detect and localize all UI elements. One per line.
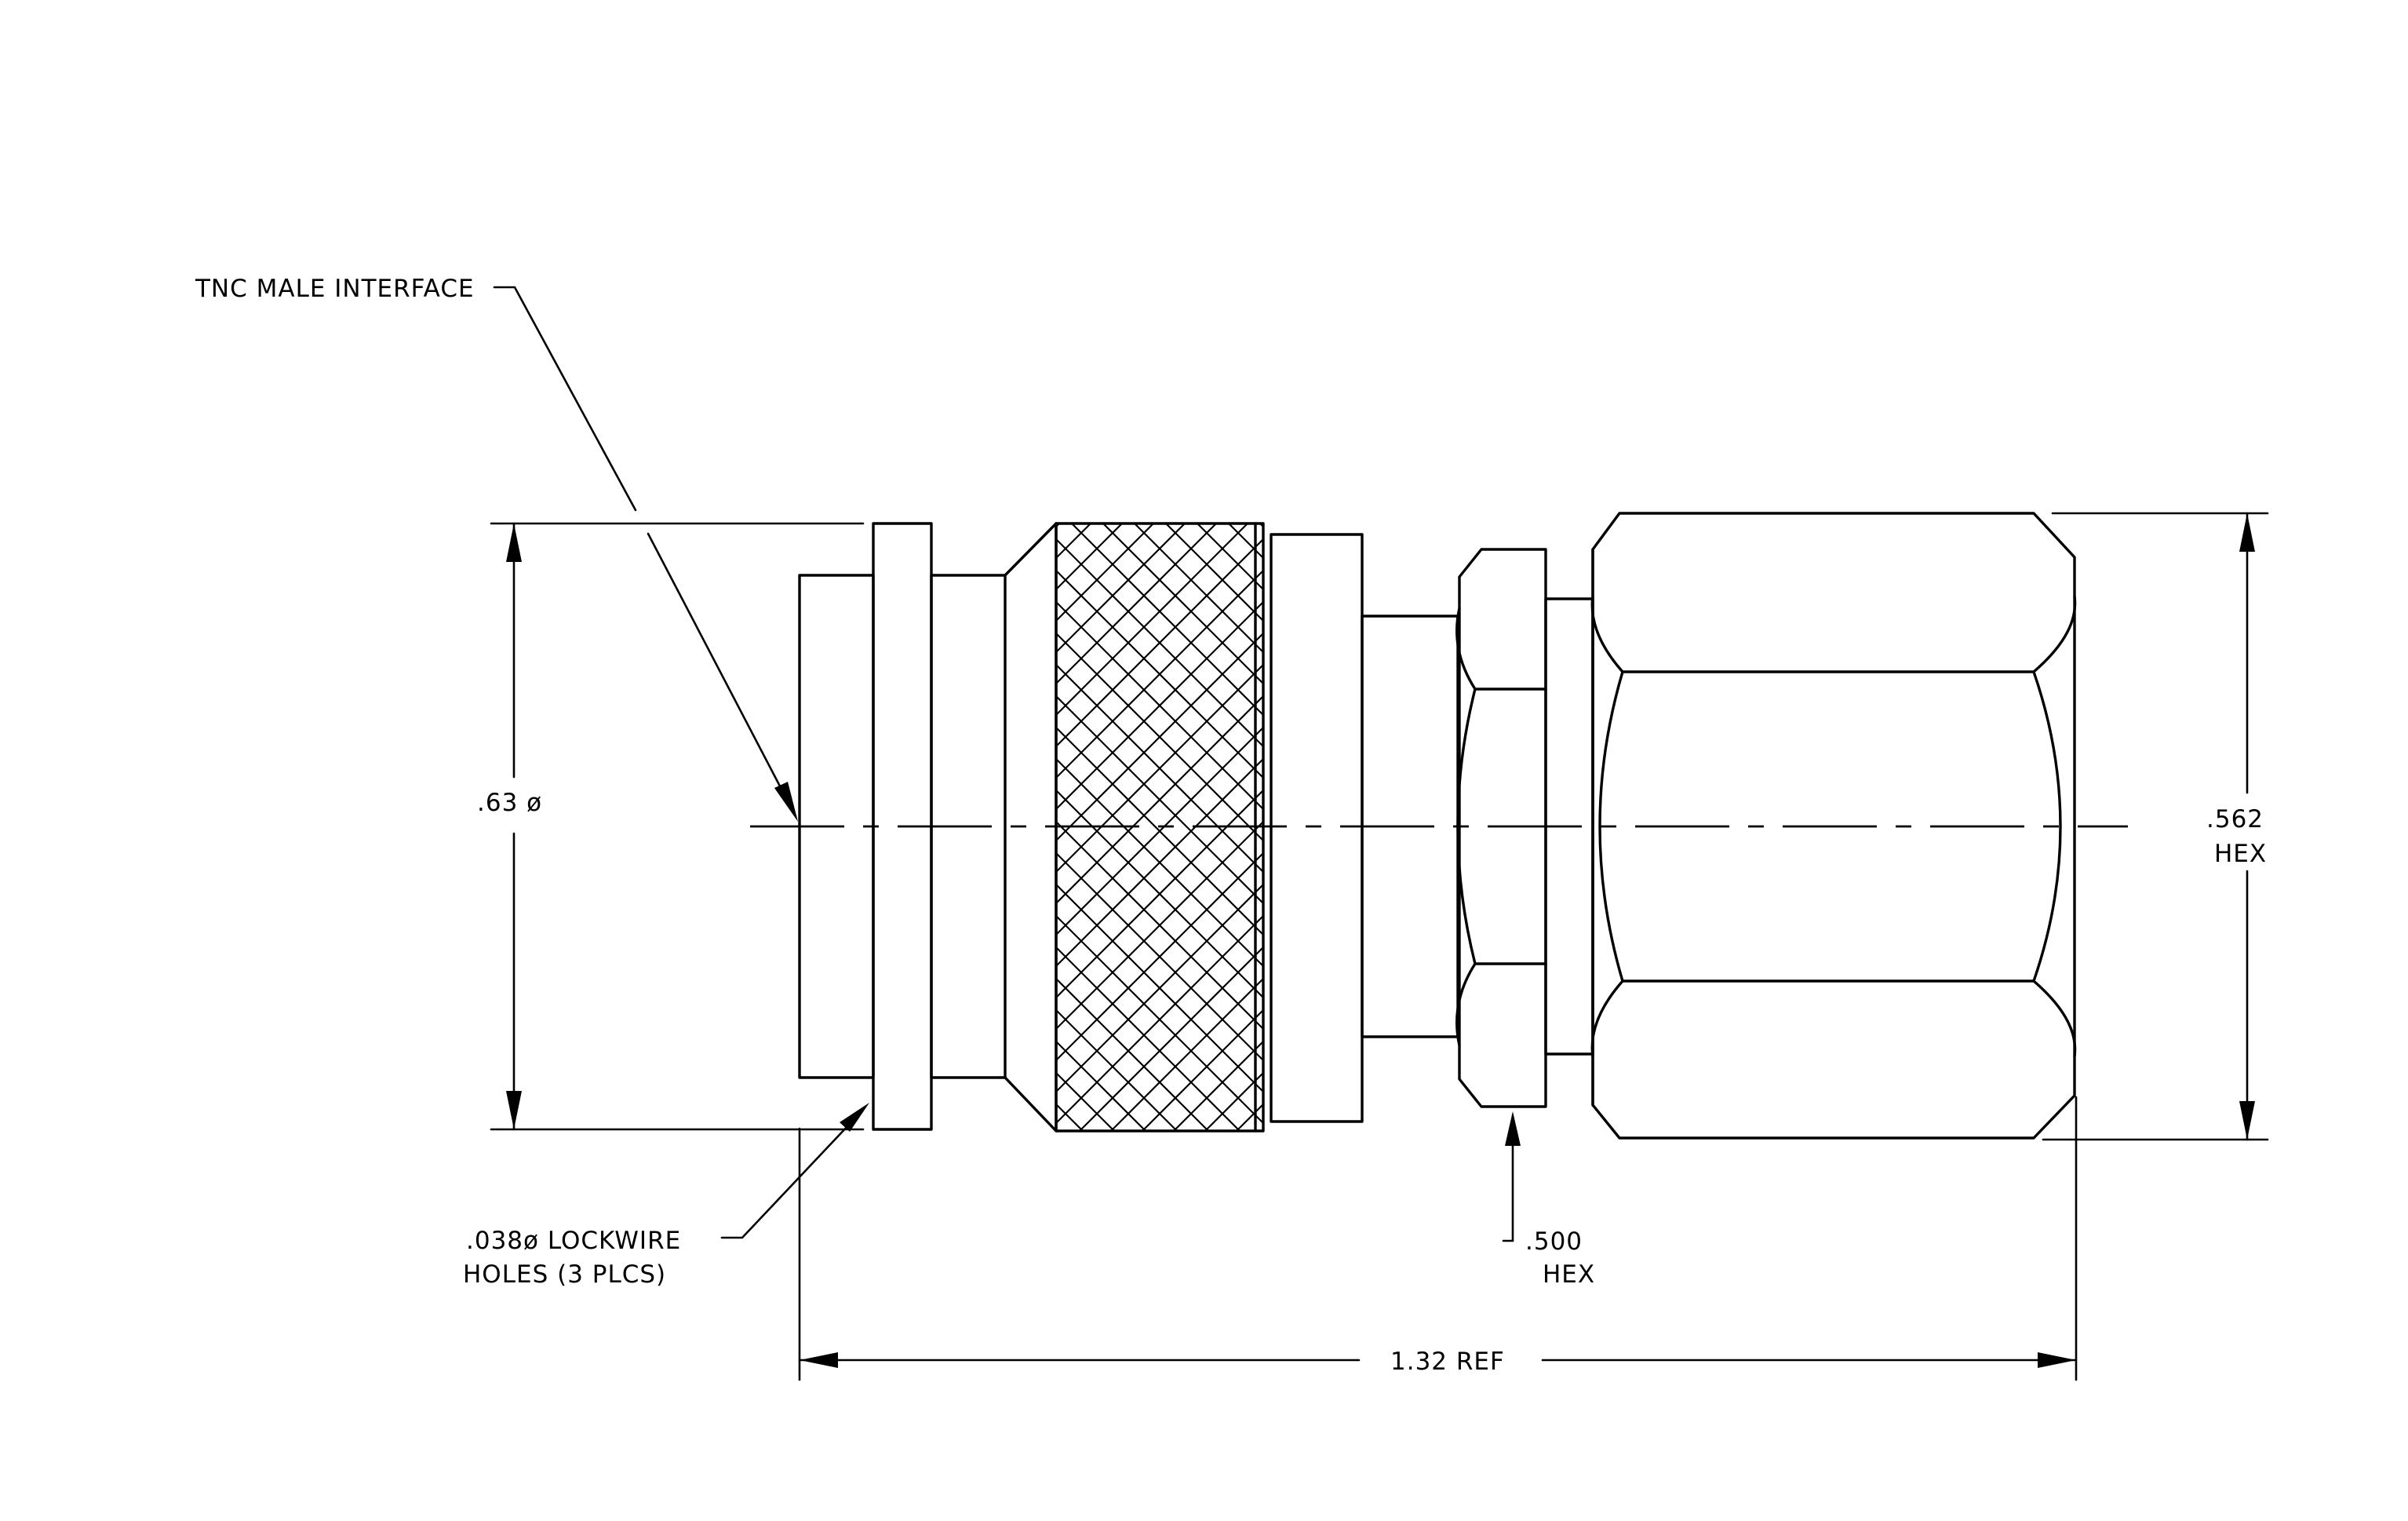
- overall-length-label: 1.32 REF: [1390, 1348, 1505, 1376]
- lockwire-callout: .038ø LOCKWIRE HOLES (3 PLCS): [463, 1103, 869, 1289]
- overall-length-dimension: 1.32 REF: [798, 1096, 2078, 1381]
- large-hex-value: .562: [2206, 805, 2264, 833]
- small-hex-word: HEX: [1543, 1260, 1595, 1289]
- lockwire-label-line2: HOLES (3 PLCS): [463, 1260, 666, 1289]
- lockwire-label-line1: .038ø LOCKWIRE: [466, 1227, 681, 1255]
- diameter-dimension: .63 ø: [477, 522, 865, 1131]
- diameter-label: .63 ø: [477, 789, 542, 817]
- small-hex-nut: [1455, 548, 1547, 1108]
- large-hex-body: [1590, 512, 2077, 1140]
- small-hex-value: .500: [1525, 1227, 1583, 1256]
- tnc-interface-label: TNC MALE INTERFACE: [195, 275, 475, 303]
- small-hex-callout: .500 HEX: [1502, 1111, 1595, 1289]
- rear-sleeve: [1270, 533, 1364, 1123]
- large-hex-dimension: .562 HEX: [2042, 512, 2269, 1141]
- large-hex-word: HEX: [2214, 840, 2267, 868]
- tnc-interface-callout: TNC MALE INTERFACE: [195, 275, 798, 822]
- connector-body: [750, 512, 2128, 1140]
